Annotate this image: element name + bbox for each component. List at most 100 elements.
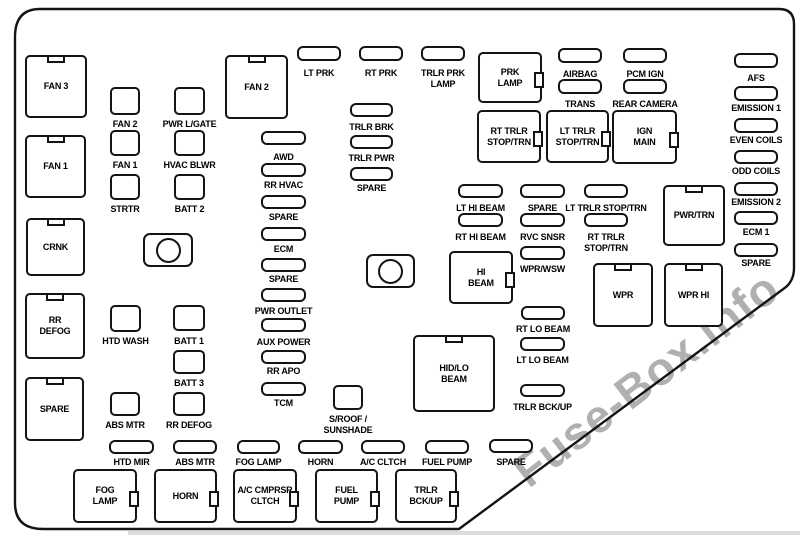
fuse-label-pwr-l-gate: PWR L/GATE	[162, 119, 217, 129]
fuse-label-rr-defog: RR DEFOG	[166, 420, 212, 430]
fuse-label-a-c-cltch: A/C CLTCH	[359, 457, 407, 467]
block-pwr-trn: PWR/TRN	[663, 185, 725, 246]
fuse-rt-prk	[359, 46, 403, 61]
fuse-label-awd: AWD	[273, 152, 294, 162]
fuse-label-pwr-outlet: PWR OUTLET	[254, 306, 313, 316]
relay-trlr-bck-up: TRLR BCK/UP	[395, 469, 459, 523]
fuse-label-fuel-pump: FUEL PUMP	[421, 457, 473, 467]
fuse-label-htd-wash: HTD WASH	[102, 336, 149, 346]
fuse-ecm	[261, 227, 306, 241]
fuse-batt-3	[173, 350, 205, 374]
relay-rt-trlr-stop-trn: RT TRLR STOP/TRN	[477, 110, 543, 163]
fuse-rt-hi-beam	[458, 213, 503, 227]
fuse-label-wpr-wsw: WPR/WSW	[519, 264, 566, 274]
fuse-batt-1	[173, 305, 205, 331]
fuse-label-rr-apo: RR APO	[266, 366, 301, 376]
fuse-label-aux-power: AUX POWER	[256, 337, 311, 347]
fuse-pcm-ign	[623, 48, 667, 63]
fuse-label-spare: SPARE	[527, 203, 558, 213]
fuse-batt-2	[174, 174, 205, 200]
fuse-label-emission-1: EMISSION 1	[731, 103, 781, 113]
fuse-afs	[734, 53, 778, 68]
block-fan-3: FAN 3	[25, 55, 87, 118]
fuse-rr-defog	[173, 392, 205, 416]
fuse-label-fog-lamp: FOG LAMP	[235, 457, 282, 467]
fuse-label-emission-2: EMISSION 2	[731, 197, 781, 207]
fuse-label-airbag: AIRBAG	[562, 69, 598, 79]
fuse-trlr-brk	[350, 103, 393, 117]
fuse-lt-trlr-stop-trn	[584, 184, 628, 198]
block-notch	[684, 263, 703, 271]
fuse-lt-hi-beam	[458, 184, 503, 198]
fuse-s-roof-sunshade	[333, 385, 363, 410]
fuse-label-trans: TRANS	[565, 99, 595, 109]
relay-side-tab	[533, 130, 543, 147]
fuse-emission-1	[734, 86, 778, 101]
fuse-label-spare: SPARE	[356, 183, 387, 193]
fuse-awd	[261, 131, 306, 145]
page-shadow	[128, 531, 800, 535]
block-wpr: WPR	[593, 263, 653, 327]
fuse-label-abs-mtr: ABS MTR	[105, 420, 145, 430]
relay-hi-beam: HI BEAM	[449, 251, 515, 304]
fuse-label-spare: SPARE	[496, 457, 526, 467]
relay-side-tab	[601, 130, 611, 147]
fuse-trlr-pwr	[350, 135, 393, 149]
block-notch	[45, 377, 64, 385]
relay-side-tab	[209, 490, 219, 507]
fuse-label-fan-1: FAN 1	[112, 160, 138, 170]
fuse-label-horn: HORN	[307, 457, 334, 467]
relay-side-tab	[534, 71, 544, 88]
fuse-ecm-1	[734, 211, 778, 225]
relay-socket-1	[143, 233, 193, 267]
fuse-spare	[350, 167, 393, 181]
fuse-strtr	[110, 174, 140, 200]
block-notch	[247, 55, 266, 63]
fuse-label-batt-1: BATT 1	[174, 336, 204, 346]
block-wpr-hi: WPR HI	[664, 263, 723, 327]
fuse-emission-2	[734, 182, 778, 196]
fuse-label-lt-prk: LT PRK	[303, 68, 335, 78]
relay-fog-lamp: FOG LAMP	[73, 469, 139, 523]
fuse-label-ecm: ECM	[273, 244, 294, 254]
fuse-tcm	[261, 382, 306, 396]
fuse-rt-lo-beam	[521, 306, 565, 320]
fuse-label-strtr: STRTR	[110, 204, 140, 214]
fuse-lt-prk	[297, 46, 341, 61]
fuse-label-odd-coils: ODD COILS	[731, 166, 781, 176]
fuse-label-rt-lo-beam: RT LO BEAM	[516, 324, 570, 334]
fuse-trlr-bck-up	[520, 384, 565, 397]
fuse-label-lt-hi-beam: LT HI BEAM	[456, 203, 505, 213]
fuse-fan-1	[110, 130, 140, 156]
fuse-fog-lamp	[237, 440, 280, 454]
fuse-label-abs-mtr: ABS MTR	[175, 457, 215, 467]
socket-circle	[378, 258, 403, 284]
relay-side-tab	[289, 490, 299, 507]
relay-socket-2	[366, 254, 415, 288]
fuse-label-batt-2: BATT 2	[174, 204, 205, 214]
relay-side-tab	[129, 490, 139, 507]
fuse-label-trlr-bck-up: TRLR BCK/UP	[513, 402, 572, 412]
block-fan-1: FAN 1	[25, 135, 86, 198]
block-notch	[47, 55, 65, 63]
block-hid-lo-beam: HID/LO BEAM	[413, 335, 495, 412]
fuse-spare	[734, 243, 778, 257]
fuse-label-fan-2: FAN 2	[112, 119, 138, 129]
fuse-trlr-prk-lamp	[421, 46, 465, 61]
fuse-label-lt-trlr-stop-trn: LT TRLR STOP/TRN	[565, 203, 647, 213]
fuse-rr-hvac	[261, 163, 306, 177]
fuse-airbag	[558, 48, 602, 63]
fuse-rr-apo	[261, 350, 306, 364]
fuse-abs-mtr	[173, 440, 217, 454]
fuse-htd-mir	[109, 440, 154, 454]
fuse-label-trlr-pwr: TRLR PWR	[348, 153, 395, 163]
block-notch	[445, 335, 463, 343]
block-rr-defog: RR DEFOG	[25, 293, 85, 359]
fuse-spare	[520, 184, 565, 198]
fuse-label-tcm: TCM	[274, 398, 293, 408]
relay-a-c-cmprsr-cltch: A/C CMPRSR CLTCH	[233, 469, 299, 523]
fuse-label-batt-3: BATT 3	[174, 378, 204, 388]
block-spare: SPARE	[25, 377, 84, 441]
fuse-hvac-blwr	[174, 130, 205, 156]
relay-side-tab	[370, 490, 380, 507]
